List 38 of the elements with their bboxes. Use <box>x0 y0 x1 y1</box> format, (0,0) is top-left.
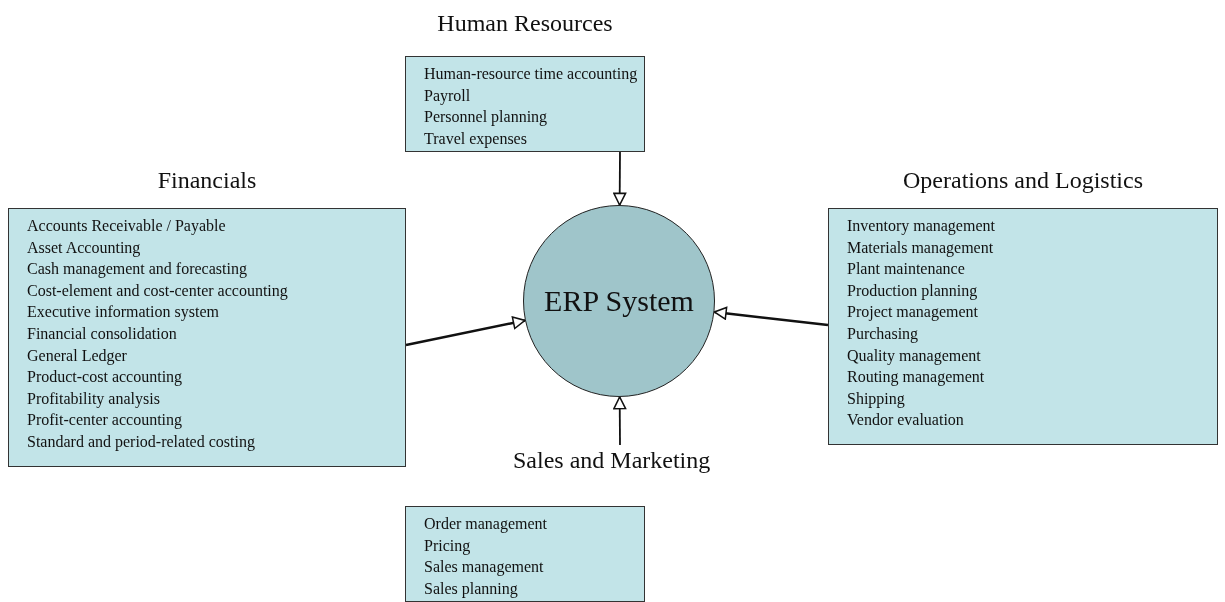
module-item: Routing management <box>847 367 985 388</box>
module-item: Asset Accounting <box>27 237 141 259</box>
module-item: Profit-center accounting <box>27 410 183 431</box>
module-item: Executive information system <box>27 302 219 323</box>
module-item: Vendor evaluation <box>847 410 964 431</box>
module-item: Sales planning <box>424 578 518 600</box>
module-item: Payroll <box>424 85 471 107</box>
module-item: Financial consolidation <box>27 323 177 344</box>
system-label: ERP System <box>544 286 694 316</box>
module-item: Product-cost accounting <box>27 367 183 388</box>
module-item: Travel expenses <box>424 128 527 150</box>
module-item: Order management <box>424 514 548 535</box>
module-item: Standard and period-related costing <box>27 431 255 453</box>
module-item: Sales management <box>424 557 544 578</box>
module-item: Personnel planning <box>424 107 548 128</box>
module-item: Quality management <box>847 345 981 367</box>
arrow <box>405 316 526 347</box>
module-item: Shipping <box>847 388 905 410</box>
arrow <box>613 151 627 206</box>
module-heading: Operations and Logistics <box>903 166 1143 195</box>
module-heading: Sales and Marketing <box>513 446 711 475</box>
module-item: Plant maintenance <box>847 259 965 280</box>
module-item: Production planning <box>847 280 978 302</box>
module-item: Cash management and forecasting <box>27 259 247 280</box>
module-item: Accounts Receivable / Payable <box>27 216 226 237</box>
module-item: Cost-element and cost-center accounting <box>27 280 288 302</box>
module-item: Pricing <box>424 535 471 557</box>
module-item: General Ledger <box>27 345 127 367</box>
module-item: Inventory management <box>847 216 995 237</box>
arrow <box>713 306 829 327</box>
module-item: Profitability analysis <box>27 388 160 410</box>
module-item: Purchasing <box>847 323 919 345</box>
module-item: Human-resource time accounting <box>424 64 638 85</box>
arrow <box>613 396 627 446</box>
module-item: Project management <box>847 302 979 323</box>
module-heading: Financials <box>157 166 257 195</box>
module-item: Materials management <box>847 237 994 259</box>
module-heading: Human Resources <box>437 9 613 38</box>
